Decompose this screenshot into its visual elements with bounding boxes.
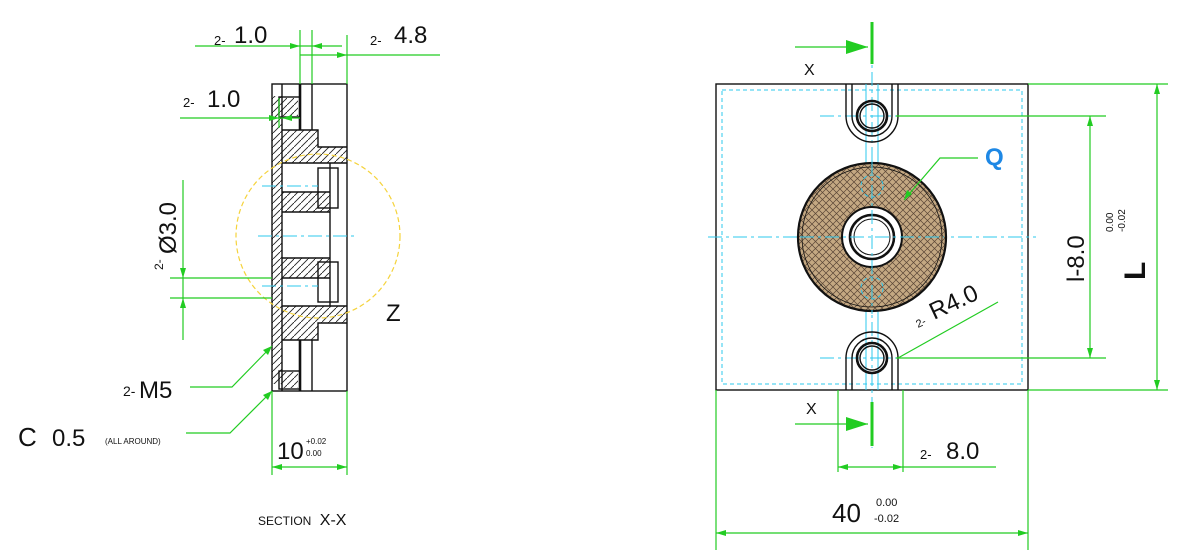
dim-left: 2- 1.0 — [180, 86, 300, 128]
dim-outer-tol-lower: -0.02 — [1117, 209, 1128, 232]
dim-width-tol-upper: +0.02 — [306, 437, 327, 446]
insert-q-label: Q — [985, 144, 1004, 171]
dim-total-width-tol-lower: -0.02 — [874, 513, 899, 525]
detail-label: Z — [386, 300, 401, 327]
dim-inner-height: l-8.0 — [896, 115, 1106, 359]
detail-circle — [235, 153, 401, 319]
dim-top-left-value: 1.0 — [234, 22, 267, 49]
thread-value: M5 — [139, 377, 172, 404]
dim-top-right-value: 4.8 — [394, 22, 427, 49]
section-view: Z 2- 1.0 2- 4.8 2- 1.0 — [18, 22, 440, 529]
chamfer-label: C — [18, 422, 37, 452]
dim-slot-value: 8.0 — [946, 438, 979, 465]
section-mark-top-text: X — [804, 62, 815, 79]
dim-outer-height: L 0.00 -0.02 — [1028, 83, 1168, 391]
dim-total-width: 40 0.00 -0.02 — [715, 390, 1029, 550]
section-caption-prefix: SECTION — [258, 514, 311, 528]
dim-width: 10 +0.02 0.00 — [271, 391, 348, 475]
dim-outer-tol-upper: 0.00 — [1105, 212, 1116, 232]
chamfer-note: (ALL AROUND) — [105, 437, 161, 446]
dim-inner-height-value: l-8.0 — [1063, 235, 1090, 282]
thread-callout: 2- M5 — [123, 345, 273, 404]
dim-top-right: 2- 4.8 — [300, 22, 440, 84]
bottom-slot — [845, 331, 899, 390]
dim-left-prefix: 2- — [183, 95, 195, 110]
dim-top-left: 2- 1.0 — [195, 22, 342, 84]
chamfer-value: 0.5 — [52, 425, 85, 452]
section-caption: SECTION X-X — [258, 512, 347, 529]
dim-outer-height-value: L — [1119, 262, 1152, 280]
insert-q — [796, 160, 948, 314]
insert-q-leader — [903, 157, 978, 201]
front-view: Q X X 2- R4.0 l-8.0 — [708, 22, 1168, 550]
section-outline — [271, 83, 348, 392]
dim-total-width-value: 40 — [832, 498, 861, 528]
section-caption-mark: X-X — [320, 512, 347, 529]
dim-slot-width: 2- 8.0 — [837, 390, 996, 472]
radius-prefix: 2- — [914, 316, 928, 331]
dim-left-value: 1.0 — [207, 86, 240, 113]
dim-diameter-value: Ø3.0 — [155, 202, 182, 254]
section-hatch — [272, 96, 347, 388]
dim-total-width-tol-upper: 0.00 — [876, 497, 897, 509]
dim-top-left-prefix: 2- — [214, 33, 226, 48]
dim-diameter: 2- Ø3.0 — [152, 180, 272, 340]
section-mark-top: X — [795, 22, 874, 79]
dim-top-right-prefix: 2- — [370, 33, 382, 48]
dim-slot-prefix: 2- — [920, 447, 932, 462]
dim-diameter-prefix: 2- — [152, 259, 166, 270]
radius-value: R4.0 — [925, 280, 982, 326]
section-mark-bottom: X — [795, 401, 874, 446]
thread-prefix: 2- — [123, 383, 136, 399]
chamfer-callout: C 0.5 (ALL AROUND) — [18, 390, 273, 452]
dim-width-tol-lower: 0.00 — [306, 449, 322, 458]
dim-width-value: 10 — [277, 438, 304, 465]
top-slot — [845, 84, 899, 143]
section-mark-bottom-text: X — [806, 401, 817, 418]
